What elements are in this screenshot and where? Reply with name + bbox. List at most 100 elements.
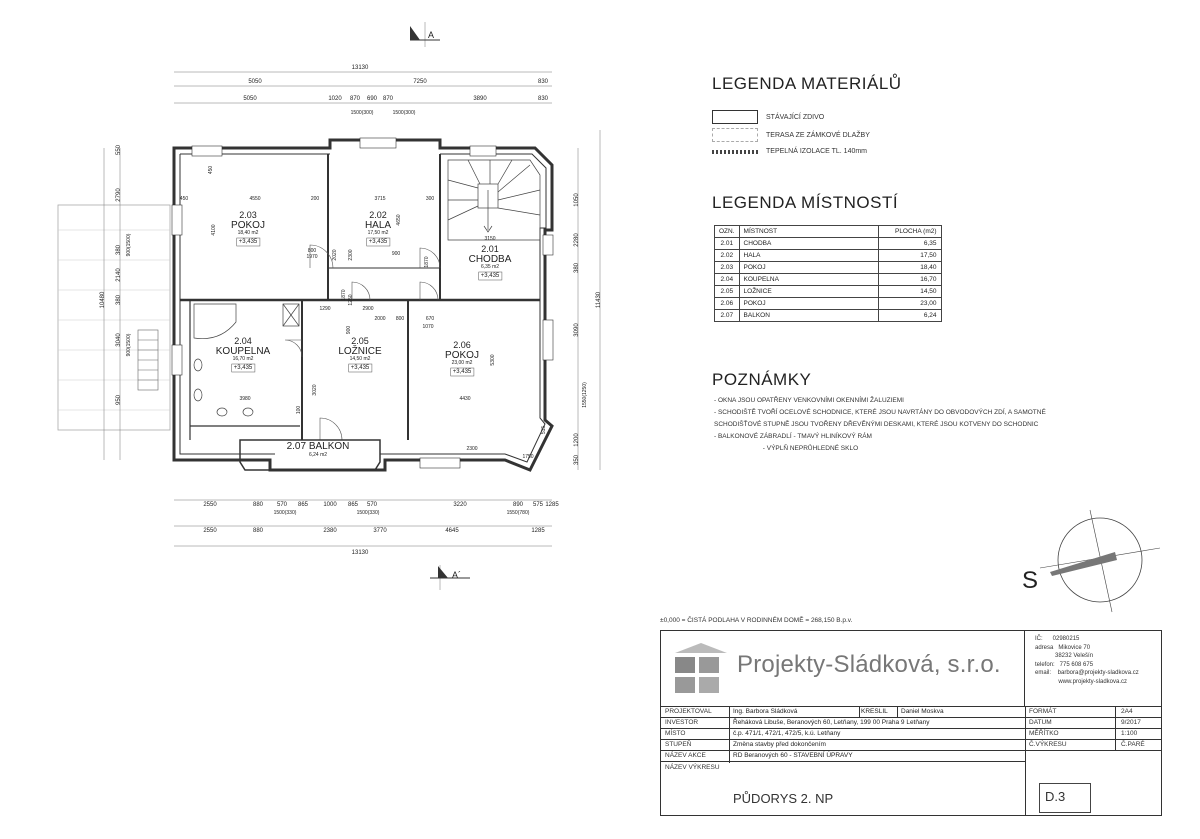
room-area: 16,70 m2 <box>233 356 254 362</box>
swatch-existing-wall <box>712 110 758 124</box>
dimension-small: 900(1500) <box>126 333 132 356</box>
dimension-label: 865 <box>298 502 309 508</box>
room-name: KOUPELNA <box>216 346 271 357</box>
room-name: CHODBA <box>469 254 512 265</box>
legend-item-label: TERASA ZE ZÁMKOVÉ DLAŽBY <box>766 131 870 139</box>
dimension-small: 5300 <box>490 354 496 365</box>
dimension-small: 3715 <box>374 196 385 202</box>
room-number: 2.02 <box>369 210 387 220</box>
dimension-small: 2020 <box>332 249 338 260</box>
dimension-label: 830 <box>538 96 549 102</box>
dimension-small: 4650 <box>396 214 402 225</box>
dimension-small: 900 <box>346 326 352 335</box>
dimension-label: 2550 <box>203 528 217 534</box>
datum-note: ±0,000 = ČISTÁ PODLAHA V RODINNÉM DOMĚ =… <box>660 617 853 624</box>
legend-item-insulation: TEPELNÁ IZOLACE TL. 140mm <box>712 148 867 155</box>
tb-row-misto: MÍSTO č.p. 471/1, 472/1, 472/5, k.ú. Let… <box>661 729 1161 740</box>
dimension-small: 1500(300) <box>351 110 374 116</box>
dimension-small: 2300 <box>348 249 354 260</box>
dimension-label: 2790 <box>116 188 122 202</box>
room-level-box <box>478 271 503 281</box>
dimension-small: 4430 <box>459 396 470 402</box>
dimension-label: 380 <box>116 294 122 305</box>
header-area: PLOCHA (m2) <box>877 225 942 238</box>
dimension-label: 380 <box>574 262 580 273</box>
room-level: +3,435 <box>351 365 370 371</box>
dimension-label: 3770 <box>373 528 387 534</box>
room-area: 14,50 m2 <box>350 356 371 362</box>
tb-row-investor: INVESTOR Řeháková Libuše, Beranových 60,… <box>661 718 1161 729</box>
dimension-label: 1200 <box>574 433 580 447</box>
dimension-small: 1870 <box>341 289 347 300</box>
dimension-small: 200 <box>311 196 320 202</box>
tb-row-projektoval: PROJEKTOVAL Ing. Barbora Sládková KRESLI… <box>661 707 1161 718</box>
dimension-small: 4100 <box>211 224 217 235</box>
company-name: Projekty-Sládková, s.r.o. <box>737 651 1001 678</box>
dimension-label: 950 <box>116 394 122 405</box>
dimension-label: 350 <box>574 454 580 465</box>
dimension-small: 1550(780) <box>507 510 530 516</box>
room-label: 2.07 BALKON <box>287 441 350 452</box>
room-number: 2.03 <box>239 210 257 220</box>
doors <box>284 244 441 441</box>
room-number: 2.04 <box>234 336 252 346</box>
title-block-header: Projekty-Sládková, s.r.o. <box>661 631 1025 707</box>
room-name: POKOJ <box>445 350 479 361</box>
room-area: 18,40 m2 <box>238 230 259 236</box>
section-mark-bottom: A´ <box>430 566 470 580</box>
svg-text:A: A <box>428 30 434 40</box>
dimension-small: 2900 <box>362 306 373 312</box>
legend-item-label: STÁVAJÍCÍ ZDIVO <box>766 113 825 121</box>
room-area: 23,00 m2 <box>452 360 473 366</box>
dimension-label: 7250 <box>413 79 427 85</box>
dimension-label: 2380 <box>323 528 337 534</box>
dimension-label: 1020 <box>328 96 342 102</box>
dimension-small: 3980 <box>239 396 250 402</box>
tb-row-nazev-akce: NÁZEV AKCE RD Beranových 60 - STAVEBNÍ Ú… <box>661 751 1025 762</box>
header-room: MÍSTNOST <box>738 225 879 238</box>
staircase <box>447 159 541 241</box>
dimension-small: 4550 <box>249 196 260 202</box>
right-total-dim: 11430 <box>596 291 602 308</box>
dimension-small: 3020 <box>312 384 318 395</box>
room-level: +3,435 <box>234 365 253 371</box>
room-number: 2.01 <box>481 244 499 254</box>
overall-dim-top: 13130 <box>352 65 369 71</box>
dimension-small: 3150 <box>484 236 495 242</box>
toilet <box>193 358 203 372</box>
dimension-label: 1285 <box>545 502 559 508</box>
shower <box>282 303 300 327</box>
room-level: +3,435 <box>239 239 258 245</box>
dimension-lines <box>103 22 601 590</box>
swatch-insulation <box>712 149 758 154</box>
room-level-box <box>450 367 475 377</box>
dimension-small: 900(1500) <box>126 233 132 256</box>
legend-item-existing-wall: STÁVAJÍCÍ ZDIVO <box>712 110 824 124</box>
outer-walls <box>172 138 554 472</box>
dimension-small: 2300 <box>466 446 477 452</box>
windows <box>171 137 554 469</box>
terrace-area <box>57 204 171 431</box>
note-line: SCHODIŠŤOVÉ STUPNĚ JSOU TVOŘENY DŘEVĚNÝM… <box>714 421 1039 428</box>
north-arrow <box>1039 509 1161 613</box>
dimension-small: 1250 <box>348 294 354 305</box>
dimension-label: 1000 <box>323 502 337 508</box>
terrace-stairs <box>137 329 159 391</box>
notes-list: - OKNA JSOU OPATŘENY VENKOVNÍMI OKENNÍMI… <box>714 395 1074 455</box>
dimension-label: 3890 <box>473 96 487 102</box>
dimension-label: 870 <box>350 96 361 102</box>
